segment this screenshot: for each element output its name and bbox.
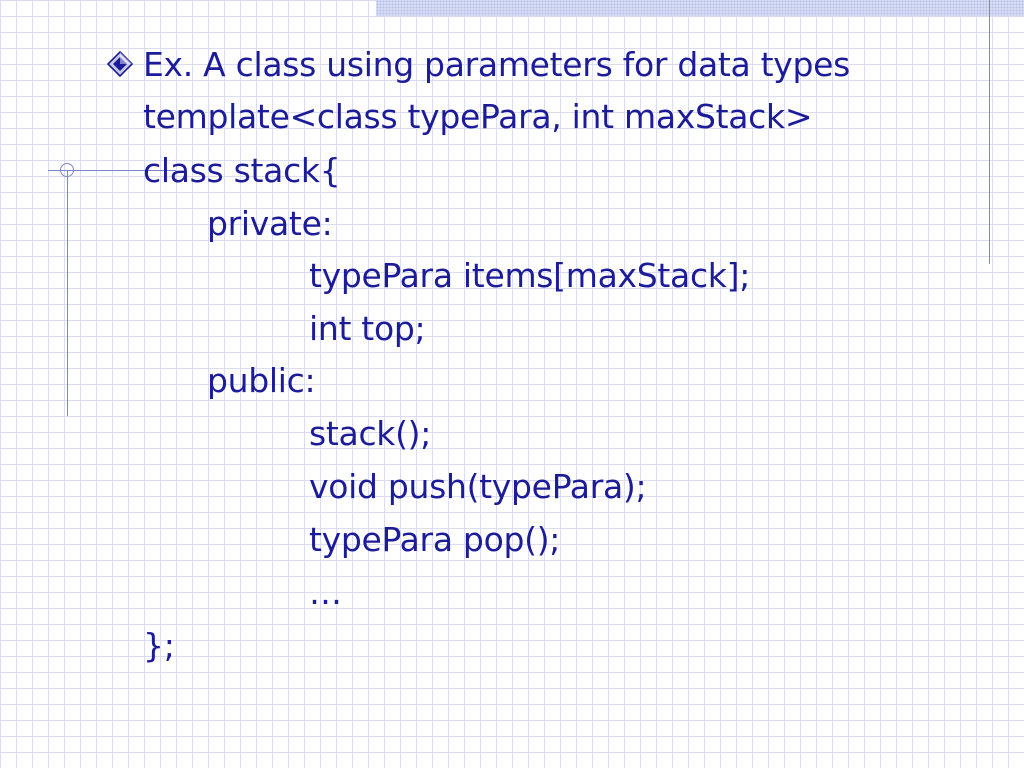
code-line-pop: typePara pop(); <box>309 520 561 559</box>
code-line-constructor: stack(); <box>309 414 432 453</box>
code-line-top: int top; <box>309 309 426 348</box>
decorative-guide-circle <box>60 163 74 177</box>
code-line-private: private: <box>207 204 333 243</box>
slide-heading-line: Ex. A class using parameters for data ty… <box>143 45 851 84</box>
code-line-push: void push(typePara); <box>309 467 647 506</box>
code-line-ellipsis: … <box>309 573 342 612</box>
decorative-guide-vertical-left <box>67 170 68 416</box>
code-line-items: typePara items[maxStack]; <box>309 256 751 295</box>
diamond-bullet-icon <box>106 50 134 78</box>
decorative-guide-vertical-right <box>989 0 990 264</box>
code-line-public: public: <box>207 361 316 400</box>
header-pattern-band <box>376 0 1024 16</box>
code-line-class-close: }; <box>143 626 175 665</box>
code-line-class-open: class stack{ <box>143 151 341 190</box>
decorative-guide-horizontal <box>48 170 176 171</box>
code-line-template: template<class typePara, int maxStack> <box>143 97 813 136</box>
